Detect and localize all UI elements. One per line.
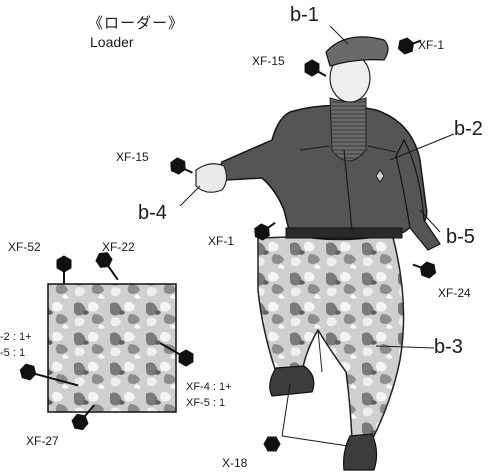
paint-bottle-icon (412, 261, 437, 279)
color-label-x18: X-18 (222, 456, 248, 470)
paint-bottle-icon (170, 157, 193, 175)
color-label-xf15-cap: XF-15 (252, 54, 285, 68)
color-label-xf27: XF-27 (26, 434, 59, 448)
color-label-xf22: XF-22 (102, 240, 135, 254)
paint-bottle-icon (397, 37, 422, 55)
figure-sweater (329, 97, 367, 162)
part-label-b2: b-2 (454, 118, 483, 140)
color-label-xf1-belt: XF-1 (208, 234, 235, 248)
paint-markers (19, 37, 437, 452)
title-japanese: 《ローダー》 (88, 14, 185, 32)
paint-bottle-icon (159, 342, 194, 367)
figure-left-hand (195, 163, 228, 193)
paint-bottle-icon (95, 252, 119, 281)
color-label-xf1-top: XF-1 (418, 38, 445, 52)
paint-bottle-icon (71, 404, 95, 431)
paint-bottle-icon (56, 255, 72, 284)
figure-belt (285, 227, 403, 239)
part-label-b3: b-3 (434, 336, 463, 358)
paint-bottle-icon (304, 59, 327, 77)
figure-right-arm (395, 138, 441, 251)
figure-illustration (195, 36, 441, 471)
color-label-xf52: XF-52 (8, 240, 41, 254)
color-label-xf24: XF-24 (438, 286, 471, 300)
figure-right-boot (343, 433, 378, 471)
part-label-b1: b-1 (290, 4, 319, 26)
paint-bottle-icon (263, 436, 281, 452)
title-english: Loader (90, 34, 134, 50)
color-label-mix-left-1: -2 : 1+ (0, 331, 32, 343)
paint-bottle-icon (19, 363, 79, 387)
color-label-xf15-hand: XF-15 (116, 150, 149, 164)
leader-lines (179, 25, 455, 447)
paint-bottle-icon (254, 222, 276, 241)
figure-left-boot (269, 365, 315, 397)
figure-trousers (257, 233, 405, 441)
color-label-mix-left-2: -5 : 1 (0, 347, 26, 359)
part-label-b5: b-5 (446, 226, 475, 248)
figure-cap (325, 36, 389, 67)
figure-jacket (219, 104, 428, 241)
color-label-mix-right-1: XF-4 : 1+ (186, 381, 232, 393)
color-label-mix-right-2: XF-5 : 1 (186, 397, 226, 409)
camouflage-swatch (47, 283, 177, 413)
part-label-b4: b-4 (138, 202, 167, 224)
